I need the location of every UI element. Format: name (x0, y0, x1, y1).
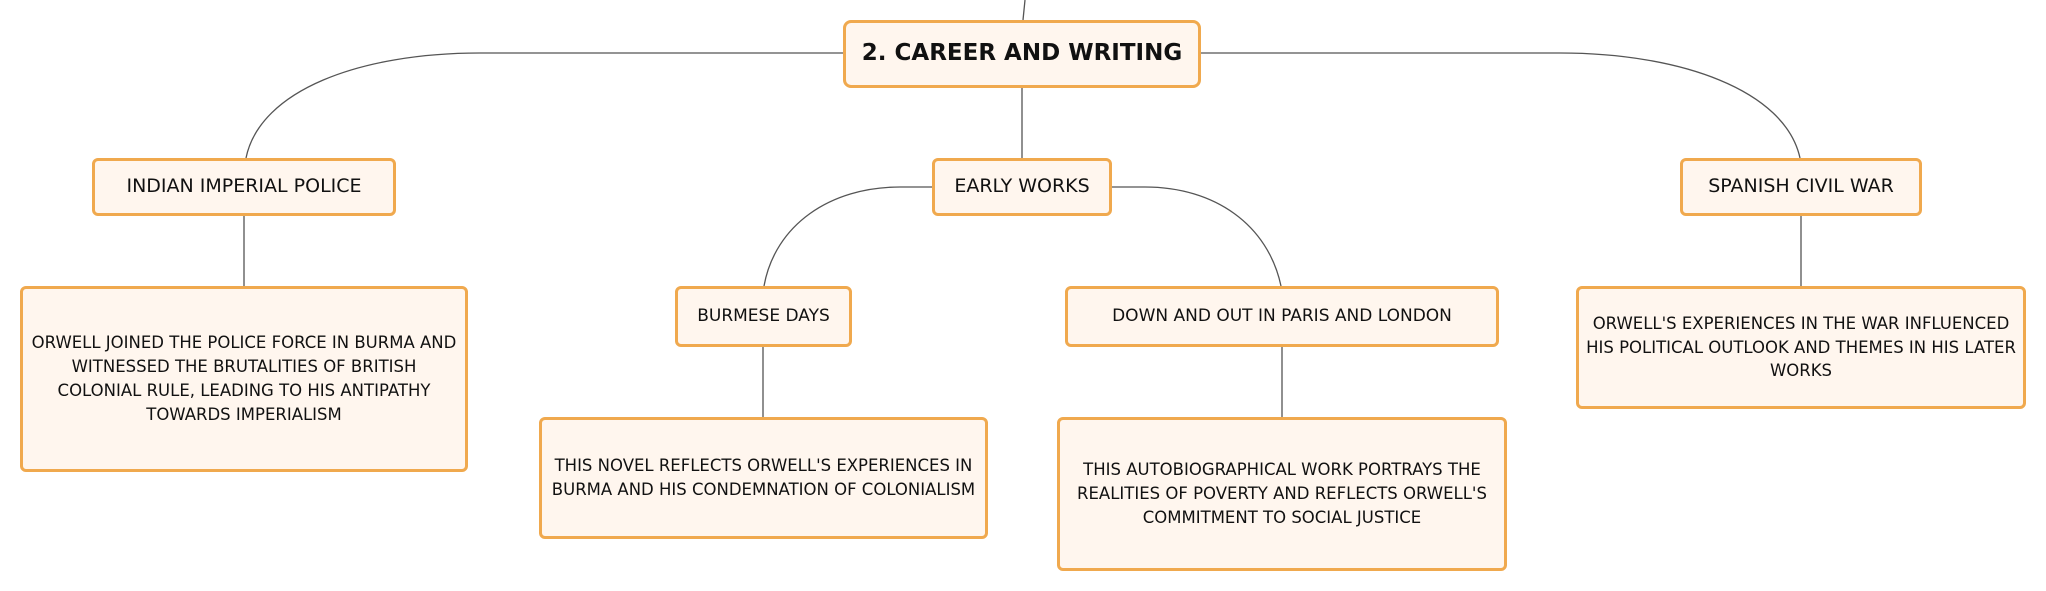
connector-parent-to-root (1022, 0, 1026, 21)
connector-early-works-to-burmese-days (763, 186, 932, 287)
node-burmese-days-detail[interactable]: THIS NOVEL REFLECTS ORWELL'S EXPERIENCES… (539, 417, 988, 539)
node-burmese-days[interactable]: BURMESE DAYS (675, 286, 852, 347)
connector-root-to-spanish-war (1201, 52, 1801, 159)
connector-early-works-to-down-and-out (1112, 186, 1282, 287)
node-spanish-civil-war[interactable]: SPANISH CIVIL WAR (1680, 158, 1922, 216)
root-node[interactable]: 2. CAREER AND WRITING (843, 20, 1201, 88)
node-down-and-out-detail[interactable]: THIS AUTOBIOGRAPHICAL WORK PORTRAYS THE … (1057, 417, 1507, 571)
node-indian-police-detail[interactable]: ORWELL JOINED THE POLICE FORCE IN BURMA … (20, 286, 468, 472)
node-early-works[interactable]: EARLY WORKS (932, 158, 1112, 216)
connector-root-to-indian-police (245, 52, 843, 159)
node-down-and-out[interactable]: DOWN AND OUT IN PARIS AND LONDON (1065, 286, 1499, 347)
node-indian-imperial-police[interactable]: INDIAN IMPERIAL POLICE (92, 158, 396, 216)
node-spanish-war-detail[interactable]: ORWELL'S EXPERIENCES IN THE WAR INFLUENC… (1576, 286, 2026, 409)
